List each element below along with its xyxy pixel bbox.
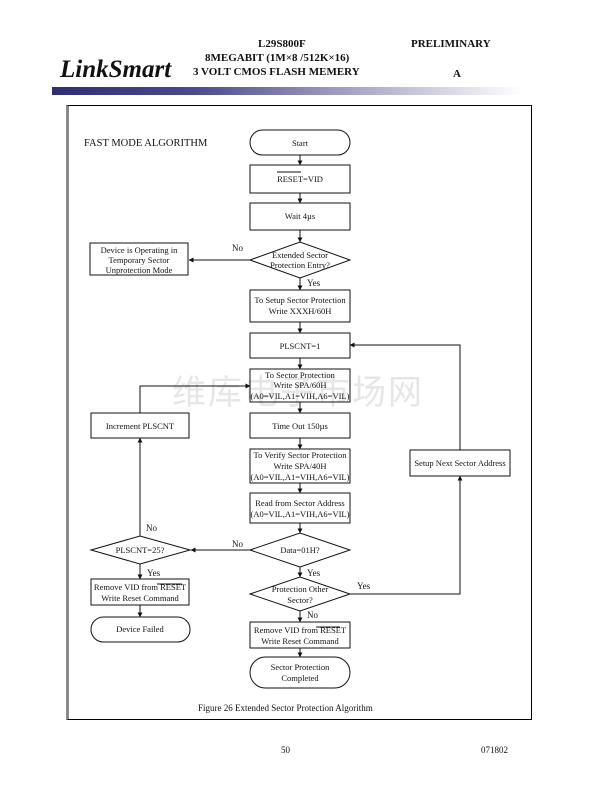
node-setup-protection [249, 289, 351, 323]
edge-label-count-no: No [146, 523, 157, 533]
part-number: L29S800F [258, 38, 306, 50]
label-protect-other-1: Protection Other [272, 584, 329, 594]
node-device-operating [89, 242, 189, 276]
node-sector-protection [249, 368, 351, 403]
label-read-1: Read from Sector Address [255, 498, 344, 508]
label-completed-1: Sector Protection [271, 662, 331, 672]
label-setup-protection-2: Write XXXH/60H [269, 306, 332, 316]
node-data-check [248, 532, 352, 568]
label-setup-protection-1: To Setup Sector Protection [254, 295, 346, 305]
label-sector-protection-1: To Sector Protection [265, 370, 336, 380]
label-device-operating-1: Device is Operating in [101, 245, 178, 255]
node-remove-vid-left [90, 578, 190, 606]
node-setup-next [409, 449, 511, 477]
node-plscnt-init [249, 332, 351, 359]
label-sector-protection-2: Write SPA/60H [274, 380, 327, 390]
label-device-failed: Device Failed [116, 624, 164, 634]
label-remove-left-1: Remove VID from RESET [94, 582, 187, 592]
edge-label-data-yes: Yes [307, 568, 321, 578]
figure-caption: Figure 26 Extended Sector Protection Alg… [198, 703, 373, 713]
company-logo: LinkSmart [60, 56, 172, 83]
device-description: 3 VOLT CMOS FLASH MEMERY [193, 66, 360, 78]
edge-label-other-yes: Yes [357, 581, 371, 591]
edge-label-count-yes: Yes [147, 568, 161, 578]
edge-label-other-no: No [307, 610, 318, 620]
label-verify-3: (A0=VIL,A1=VIH,A6=VIL) [251, 472, 350, 482]
label-timeout: Time Out 150µs [272, 421, 328, 431]
node-extended-entry [248, 241, 352, 279]
page-number: 50 [281, 745, 290, 755]
label-device-operating-3: Unprotection Mode [106, 265, 173, 275]
doc-code: 071802 [481, 745, 508, 755]
label-start: Start [292, 138, 309, 148]
edge-label-entry-no: No [232, 243, 243, 253]
node-reset-vid [249, 164, 351, 194]
edge-label-entry-yes: Yes [307, 278, 321, 288]
revision-label: A [453, 68, 461, 80]
label-reset-vid: RESET=VID [277, 174, 323, 184]
node-read-sector [249, 492, 351, 524]
label-remove-right-1: Remove VID from RESET [254, 625, 347, 635]
node-device-failed [90, 616, 191, 643]
density: 8MEGABIT (1M×8 /512K×16) [205, 52, 350, 64]
label-remove-left-2: Write Reset Command [101, 593, 179, 603]
section-title: FAST MODE ALGORITHM [84, 138, 208, 149]
label-data-check: Data=01H? [280, 545, 319, 555]
label-remove-right-2: Write Reset Command [261, 636, 339, 646]
node-protect-other [248, 576, 352, 612]
edge-label-data-no: No [232, 539, 243, 549]
label-extended-entry-2: Protection Entry? [270, 260, 330, 270]
node-verify-protection [249, 448, 351, 484]
watermark: 维库电子市场网 [172, 373, 424, 413]
label-setup-next: Setup Next Sector Address [414, 458, 505, 468]
label-completed-2: Completed [281, 673, 319, 683]
header-gradient-bar [52, 87, 522, 95]
label-verify-2: Write SPA/40H [274, 461, 327, 471]
node-completed [249, 656, 351, 689]
arrow-increment-loop [139, 383, 251, 413]
label-verify-1: To Verify Sector Protection [254, 450, 348, 460]
node-plscnt-check [89, 535, 192, 565]
label-protect-other-2: Sector? [287, 595, 313, 605]
label-device-operating-2: Temporary Sector [108, 255, 169, 265]
arrow-next-loop [349, 342, 461, 450]
arrow-other-yes [350, 475, 463, 595]
node-timeout [249, 412, 351, 439]
node-increment [90, 412, 190, 439]
status-label: PRELIMINARY [411, 38, 491, 50]
label-plscnt-init: PLSCNT=1 [280, 341, 321, 351]
figure-frame [66, 105, 532, 720]
label-increment: Increment PLSCNT [106, 421, 175, 431]
label-wait: Wait 4µs [285, 211, 315, 221]
node-remove-vid-right [249, 621, 351, 649]
label-extended-entry-1: Extended Sector [272, 250, 328, 260]
label-sector-protection-3: (A0=VIL,A1=VIH,A6=VIL) [251, 391, 350, 401]
label-plscnt-check: PLSCNT=25? [116, 545, 165, 555]
label-read-2: (A0=VIL,A1=VIH,A6=VIL) [251, 509, 350, 519]
node-start [249, 129, 351, 156]
node-wait [249, 202, 351, 231]
